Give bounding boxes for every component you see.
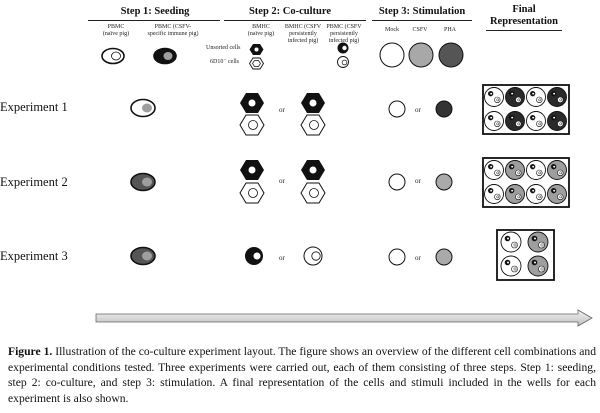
experiment-3-label: Experiment 3 [0, 249, 68, 263]
exp1-step3-or: or [415, 106, 421, 114]
bmhc-naive-unsorted-icon [249, 44, 264, 55]
bmhc-naive-label: BMHC (naïve pig) [247, 24, 275, 37]
exp1-well [505, 87, 525, 107]
exp2-well [547, 184, 567, 204]
exp2-well [526, 160, 546, 180]
exp3-stim-mock [388, 248, 406, 266]
sorted-cells-label: 6D10⁻ cells [210, 59, 239, 65]
exp2-step3-or: or [415, 177, 421, 185]
exp1-well [484, 87, 504, 107]
exp2-well [526, 184, 546, 204]
experiment-1-label: Experiment 1 [0, 100, 68, 114]
exp2-stim-csfv [435, 173, 453, 191]
step4-underline [486, 30, 562, 31]
exp3-stim-csfv [435, 248, 453, 266]
exp1-well [484, 111, 504, 131]
exp3-well [500, 255, 522, 277]
exp3-step3-or: or [415, 254, 421, 262]
mock-label: Mock [385, 27, 399, 33]
exp3-final-plate [496, 229, 555, 281]
step1-underline [88, 20, 220, 21]
timeline-arrow [95, 309, 593, 327]
pha-label: PHA [443, 27, 456, 33]
mock-stimulus-icon [379, 42, 405, 68]
exp1-well [505, 111, 525, 131]
exp1-stim-mock [388, 100, 406, 118]
figure-caption-text: Illustration of the co-culture experimen… [8, 345, 596, 405]
experiment-diagram [95, 42, 593, 327]
exp1-final-plate [482, 84, 570, 135]
pbmc-csfv-immune-label: PBMC (CSFV- specific immune pig) [147, 24, 199, 37]
csfv-stimulus-icon [408, 42, 434, 68]
exp1-step2-or: or [279, 106, 285, 114]
csfv-label: CSFV [412, 27, 428, 33]
pbmc-pi-label: PBMC (CSFV persistently infected pig) [326, 24, 362, 44]
exp2-stim-mock [388, 173, 406, 191]
exp1-coculture-bmhc-naive [239, 93, 265, 136]
exp3-well [527, 255, 549, 277]
exp3-step2-or: or [279, 254, 285, 262]
exp1-well [547, 87, 567, 107]
pha-stimulus-icon [438, 42, 464, 68]
exp2-coculture-bmhc-csfv [300, 160, 326, 204]
exp2-step2-or: or [279, 177, 285, 185]
experiment-2-label: Experiment 2 [0, 175, 68, 189]
exp1-well [526, 87, 546, 107]
pbmc-naive-cell-icon [101, 47, 125, 65]
exp3-well [527, 231, 549, 253]
exp2-final-plate [482, 157, 570, 208]
figure-caption-label: Figure 1. [8, 345, 53, 358]
exp2-well [484, 160, 504, 180]
step3-title: Step 3: Stimulation [378, 6, 466, 17]
exp1-seeding-cell [130, 98, 156, 118]
exp3-well [500, 231, 522, 253]
exp2-seeding-cell [130, 172, 156, 192]
step2-title: Step 2: Co-culture [248, 6, 332, 17]
exp2-coculture-bmhc-naive [239, 160, 265, 204]
exp3-coculture-pbmc-unsorted [245, 247, 263, 265]
figure-caption: Figure 1. Illustration of the co-culture… [8, 344, 596, 406]
bmhc-naive-sorted-icon [248, 57, 265, 70]
exp1-well [526, 111, 546, 131]
step2-underline [224, 20, 366, 21]
step1-title: Step 1: Seeding [120, 6, 190, 17]
exp2-well [547, 160, 567, 180]
exp2-well [505, 184, 525, 204]
pbmc-pi-unsorted-icon [337, 42, 349, 54]
unsorted-cells-label: Unsorted cells [206, 45, 241, 51]
step4-title: Final Representation [489, 4, 559, 27]
exp1-coculture-bmhc-csfv [300, 93, 326, 136]
exp3-seeding-cell [130, 246, 156, 266]
bmhc-csfv-label: BMHC (CSFV persistently infected pig) [284, 24, 322, 44]
exp2-well [484, 184, 504, 204]
exp2-well [505, 160, 525, 180]
pbmc-naive-label: PBMC (naïve pig) [102, 24, 130, 37]
exp1-stim-pha [435, 100, 453, 118]
step3-underline [372, 20, 472, 21]
pbmc-pi-sorted-icon [337, 56, 349, 68]
exp3-coculture-pbmc-sorted [303, 246, 323, 266]
exp1-well [547, 111, 567, 131]
pbmc-csfv-immune-cell-icon [153, 47, 177, 65]
